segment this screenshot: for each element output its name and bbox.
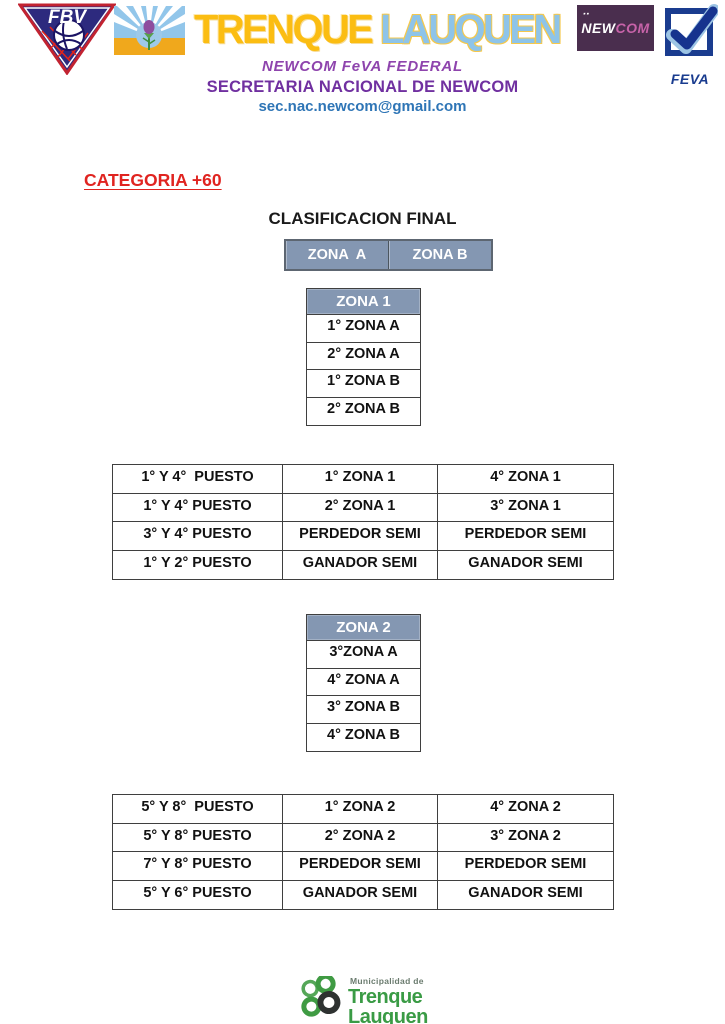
table-cell: GANADOR SEMI <box>468 554 583 571</box>
table-cell: PERDEDOR SEMI <box>283 852 438 881</box>
zona1-row: 1° ZONA B <box>307 370 420 398</box>
zone-a-header-cell: ZONA A <box>286 241 389 269</box>
newcom-feva-federal-line: NEWCOM FeVA FEDERAL <box>261 58 464 75</box>
municipality-rings-icon <box>301 976 341 1017</box>
municipality-name-line2: Lauquen <box>348 1005 428 1024</box>
table-cell: 3° ZONA 1 <box>438 494 613 522</box>
municipality-logo: Municipalidad de Trenque Lauquen <box>298 974 478 1024</box>
zona2-table-header: ZONA 2 <box>307 615 420 641</box>
table-cell: 1° ZONA 1 <box>283 465 438 494</box>
zona1-row: 1° ZONA A <box>307 315 420 343</box>
table-cell: 4° ZONA 2 <box>438 795 613 824</box>
table-cell: 4° ZONA 1 <box>438 465 613 494</box>
zone-header-table: ZONA A ZONA B <box>284 239 493 271</box>
table-cell: 5° Y 6° PUESTO <box>113 880 283 909</box>
table-cell: GANADOR SEMI <box>468 884 583 901</box>
clasificacion-final-title: CLASIFICACION FINAL <box>268 209 457 228</box>
zona2-row: 4° ZONA A <box>307 669 420 696</box>
table-cell: PERDEDOR SEMI <box>438 852 613 881</box>
table-cell: GANADOR SEMI <box>283 880 438 909</box>
newcom-logo-text: ¨NEWCOM <box>581 11 650 36</box>
newcom-logo-com: COM <box>615 20 650 36</box>
table-cell: 2° ZONA 2 <box>283 823 438 852</box>
page-title: TRENQUE LAUQUEN <box>194 6 567 53</box>
zona1-row: 2° ZONA A <box>307 343 420 370</box>
bracket2-table: 5° Y 8° PUESTO 1° ZONA 2 4° ZONA 2 5° Y … <box>112 794 614 910</box>
feva-checkmark-icon <box>665 4 720 56</box>
municipalidad-de-label: Municipalidad de <box>350 976 424 986</box>
table-cell: 1° Y 4° PUESTO <box>113 465 283 494</box>
zona2-row: 3°ZONA A <box>307 641 420 669</box>
table-cell: 5° Y 8° PUESTO <box>113 795 283 824</box>
table-cell: PERDEDOR SEMI <box>283 522 438 551</box>
zona2-table: ZONA 2 3°ZONA A 4° ZONA A 3° ZONA B 4° Z… <box>306 614 421 752</box>
municipality-logo-text: Municipalidad de Trenque Lauquen <box>348 974 428 1024</box>
table-cell: 1° Y 2° PUESTO <box>113 550 283 579</box>
table-cell: 5° Y 8° PUESTO <box>113 823 283 852</box>
newcom-umlaut-mark: ¨ <box>582 11 589 28</box>
zona2-row: 4° ZONA B <box>327 726 400 743</box>
table-cell: 3° ZONA 2 <box>438 824 613 852</box>
zona1-row: 2° ZONA B <box>327 400 400 417</box>
table-cell: 1° Y 4° PUESTO <box>113 493 283 522</box>
table-cell: 7° Y 8° PUESTO <box>113 852 283 881</box>
zona1-table: ZONA 1 1° ZONA A 2° ZONA A 1° ZONA B 2° … <box>306 288 421 426</box>
fbv-logo-text: FBV <box>48 7 87 28</box>
newcom-logo: ¨NEWCOM <box>577 5 654 51</box>
contact-email: sec.nac.newcom@gmail.com <box>258 98 467 115</box>
feva-logo-label: FEVA <box>670 71 710 87</box>
municipality-name-line1: Trenque <box>348 985 423 1008</box>
trenque-lauquen-flag-logo <box>114 6 185 55</box>
table-cell: PERDEDOR SEMI <box>438 522 613 551</box>
table-cell: 3° Y 4° PUESTO <box>113 522 283 551</box>
page-title-trenque: TRENQUE <box>194 6 381 52</box>
bracket1-table: 1° Y 4° PUESTO 1° ZONA 1 4° ZONA 1 1° Y … <box>112 464 614 580</box>
zone-b-header-cell: ZONA B <box>389 241 491 269</box>
table-cell: 2° ZONA 1 <box>283 493 438 522</box>
zona2-row: 3° ZONA B <box>307 696 420 724</box>
feva-logo: FEVA <box>662 2 720 87</box>
zona1-table-header: ZONA 1 <box>307 289 420 315</box>
fbv-federation-logo: FBV <box>18 3 116 75</box>
table-cell: 1° ZONA 2 <box>283 795 438 824</box>
newcom-logo-new: ¨NEW <box>581 11 616 36</box>
table-cell: GANADOR SEMI <box>283 550 438 579</box>
category-title: CATEGORIA +60 <box>84 170 222 190</box>
secretaria-nacional-line: SECRETARIA NACIONAL DE NEWCOM <box>206 78 519 96</box>
page-title-lauquen: LAUQUEN <box>380 6 562 52</box>
